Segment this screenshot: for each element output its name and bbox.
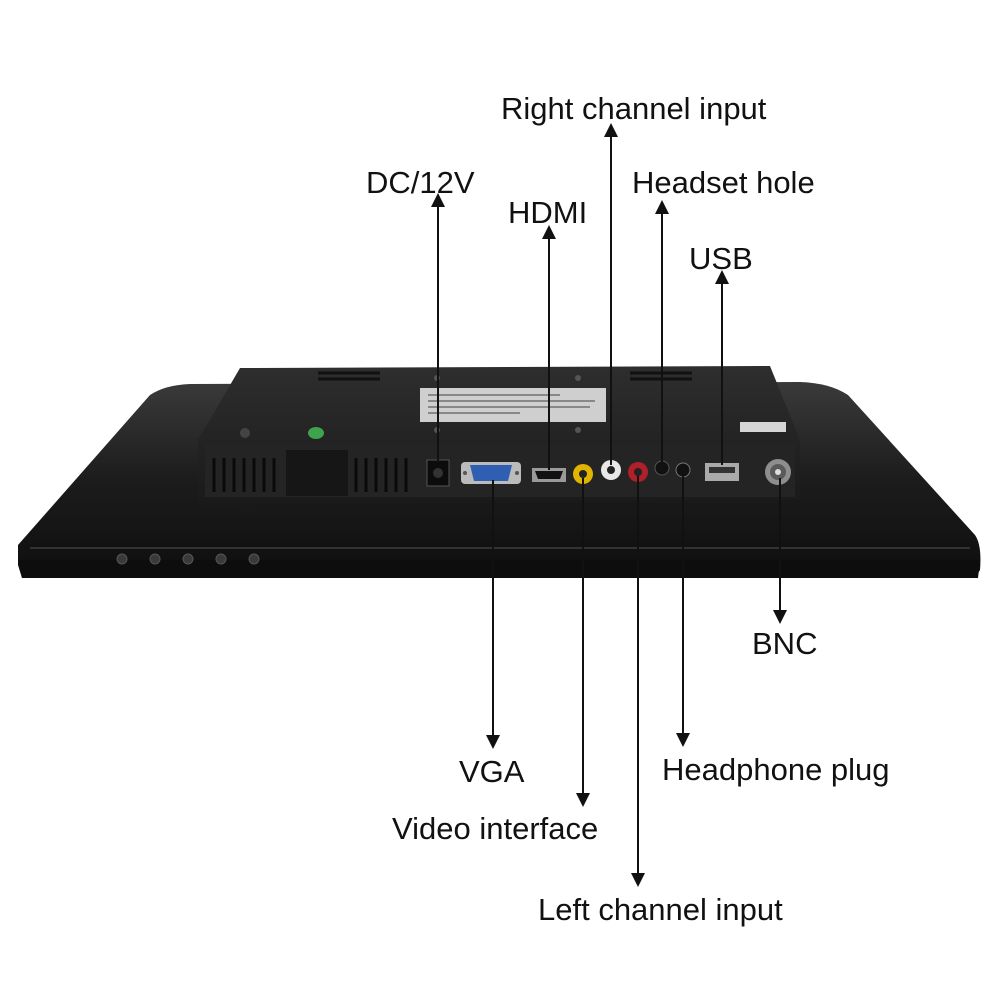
product-sticker — [420, 388, 606, 422]
front-button-icon — [116, 553, 128, 565]
headphone-plug-label: Headphone plug — [662, 752, 890, 787]
vent-slots-left — [212, 458, 276, 492]
front-button-icon — [215, 553, 227, 565]
front-button-icon — [182, 553, 194, 565]
bnc-label: BNC — [752, 626, 818, 661]
rca-red-port — [628, 462, 648, 482]
speaker-grille-left — [318, 371, 380, 381]
front-button-icon — [149, 553, 161, 565]
left-channel-input-label: Left channel input — [538, 892, 783, 927]
green-led-icon — [308, 427, 324, 439]
port-panel — [205, 445, 795, 497]
right-channel-input-label: Right channel input — [501, 91, 767, 126]
screw-icon — [575, 427, 581, 433]
dc-12v-label: DC/12V — [366, 165, 475, 200]
panel-block — [286, 450, 348, 496]
dc-jack-port — [426, 459, 450, 487]
rca-yellow-port — [573, 464, 593, 484]
small-sticker — [740, 422, 786, 432]
front-button-icon — [248, 553, 260, 565]
usb-label: USB — [689, 241, 753, 276]
video-interface-label: Video interface — [392, 811, 599, 846]
vent-slots-right — [354, 458, 408, 492]
indicator-icon — [240, 428, 250, 438]
bnc-port — [765, 459, 791, 485]
vga-port — [461, 462, 521, 484]
hdmi-port — [532, 468, 566, 482]
screw-icon — [575, 375, 581, 381]
front-buttons — [116, 553, 260, 565]
headset-hole-label: Headset hole — [632, 165, 815, 200]
vga-label: VGA — [459, 754, 525, 789]
rca-white-port — [601, 460, 621, 480]
hdmi-label: HDMI — [508, 195, 588, 230]
usb-port — [705, 463, 739, 481]
